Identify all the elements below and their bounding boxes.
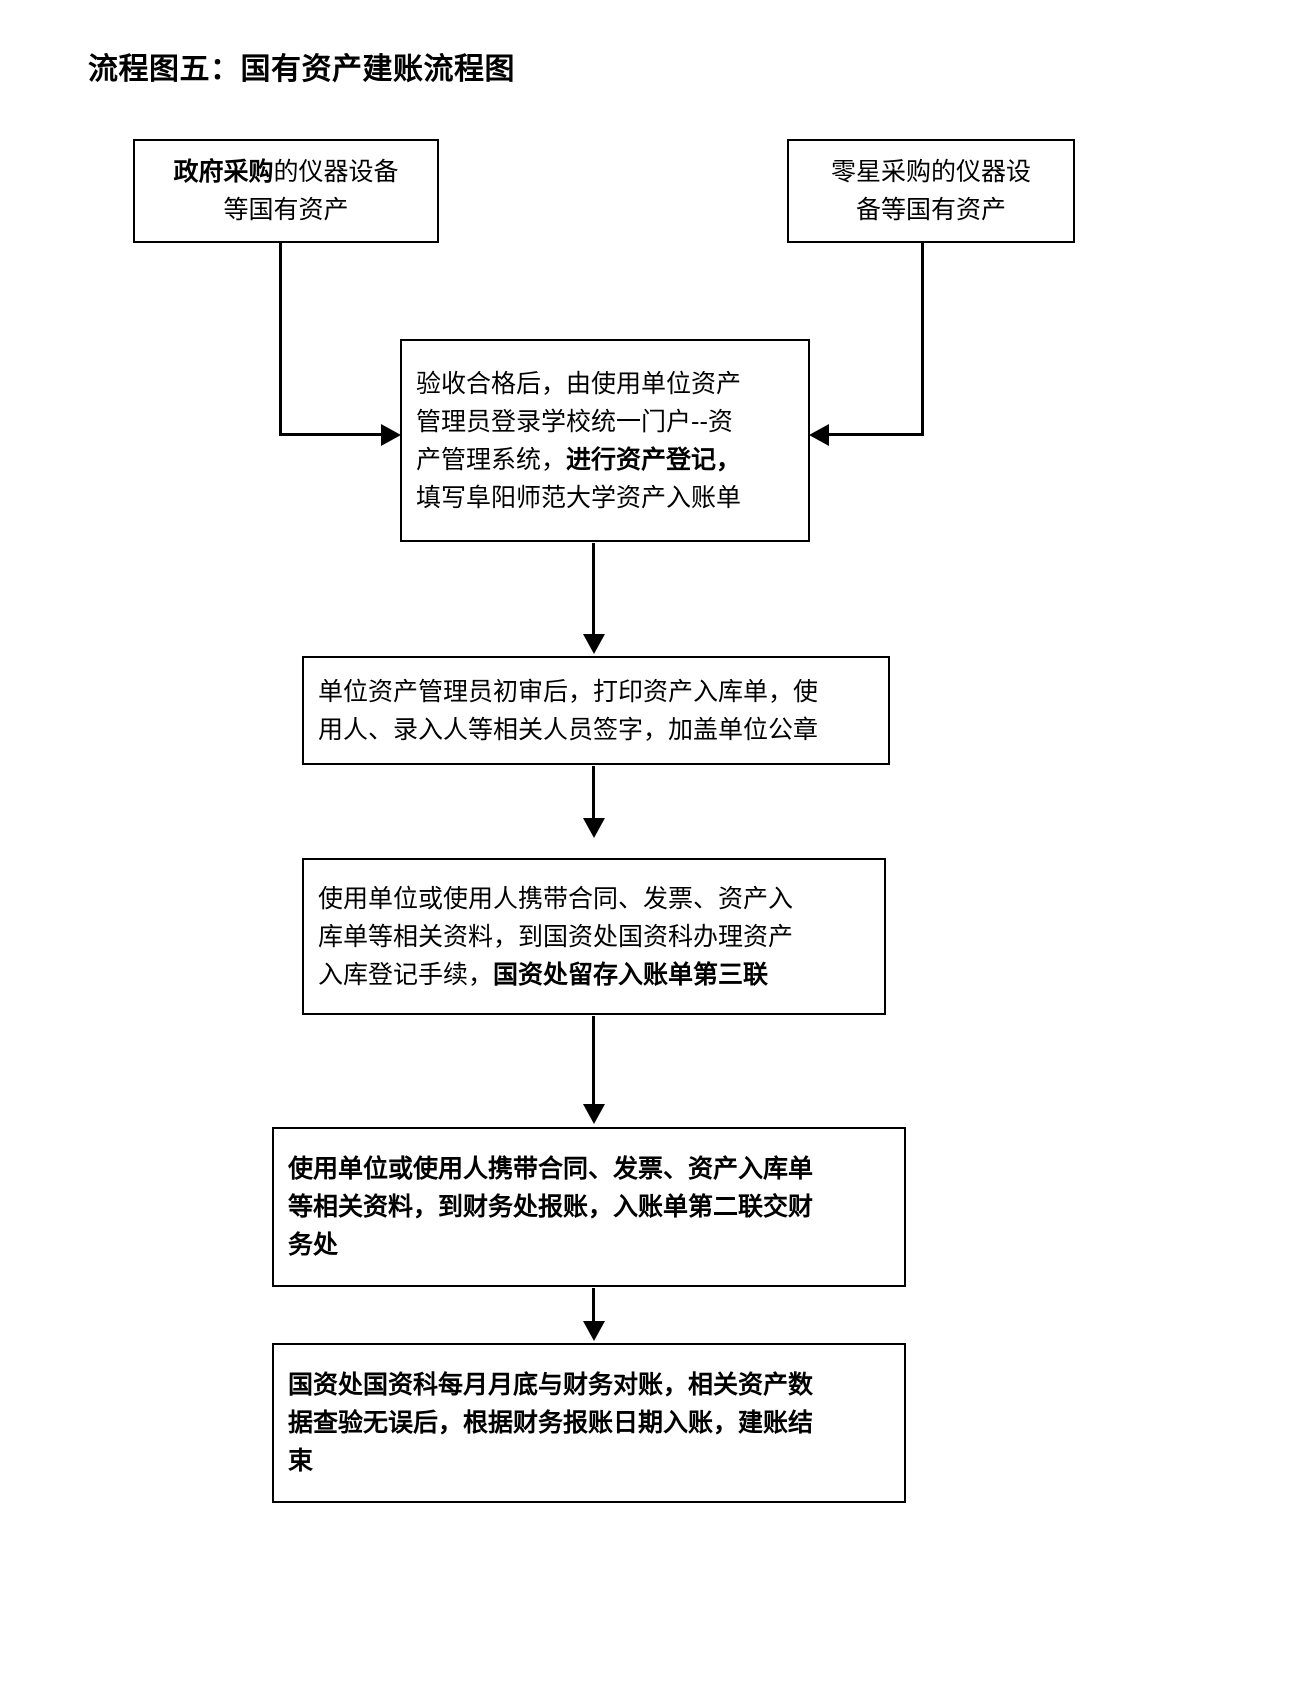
edge-storage-to-finance-vertical	[592, 1016, 595, 1106]
node-review-line1: 单位资产管理员初审后，打印资产入库单，使	[318, 676, 819, 706]
node-storage-line3-bold: 国资处留存入账单第三联	[493, 959, 769, 989]
node-storage-text: 使用单位或使用人携带合同、发票、资产入 库单等相关资料，到国资处国资科办理资产 …	[304, 880, 884, 994]
edge-minor-to-register-horizontal	[829, 433, 924, 436]
node-gov-purchase-line1-bold: 政府采购	[173, 157, 274, 186]
edge-minor-to-register-arrowhead	[809, 424, 829, 446]
node-reconcile-line2: 据查验无误后，根据财务报账日期入账，建账结	[288, 1408, 814, 1437]
edge-gov-to-register-horizontal	[279, 433, 383, 436]
edge-finance-to-reconcile-arrowhead	[583, 1321, 605, 1341]
node-register-line4: 填写阜阳师范大学资产入账单	[416, 482, 742, 512]
node-register-line3-bold: 进行资产登记，	[566, 444, 742, 474]
edge-review-to-storage-vertical	[592, 766, 595, 820]
node-finance-line3: 务处	[288, 1230, 339, 1259]
edge-gov-to-register-vertical	[279, 243, 282, 435]
node-gov-purchase-text: 政府采购的仪器设备 等国有资产	[135, 153, 437, 229]
node-gov-purchase-line1-rest: 的仪器设备	[273, 157, 399, 186]
node-reconcile: 国资处国资科每月月底与财务对账，相关资产数 据查验无误后，根据财务报账日期入账，…	[272, 1343, 906, 1503]
node-gov-purchase-line2: 等国有资产	[223, 195, 349, 224]
node-gov-purchase: 政府采购的仪器设备 等国有资产	[133, 139, 439, 243]
node-register-line3-rest: 产管理系统，	[416, 444, 567, 474]
node-minor-purchase: 零星采购的仪器设 备等国有资产	[787, 139, 1075, 243]
node-finance-line2: 等相关资料，到财务处报账，入账单第二联交财	[288, 1192, 814, 1221]
edge-register-to-review-arrowhead	[583, 634, 605, 654]
edge-review-to-storage-arrowhead	[583, 818, 605, 838]
node-review-line2: 用人、录入人等相关人员签字，加盖单位公章	[318, 714, 819, 744]
node-minor-purchase-line1: 零星采购的仪器设	[830, 157, 1031, 186]
node-storage-line3-rest: 入库登记手续，	[318, 959, 494, 989]
node-register-line1: 验收合格后，由使用单位资产	[416, 368, 742, 398]
node-minor-purchase-line2: 备等国有资产	[855, 195, 1006, 224]
node-review: 单位资产管理员初审后，打印资产入库单，使 用人、录入人等相关人员签字，加盖单位公…	[302, 656, 890, 765]
node-register-line2: 管理员登录学校统一门户--资	[416, 406, 733, 436]
node-minor-purchase-text: 零星采购的仪器设 备等国有资产	[789, 153, 1073, 229]
node-storage: 使用单位或使用人携带合同、发票、资产入 库单等相关资料，到国资处国资科办理资产 …	[302, 858, 886, 1015]
node-finance-line1: 使用单位或使用人携带合同、发票、资产入库单	[288, 1154, 814, 1183]
node-reconcile-text: 国资处国资科每月月底与财务对账，相关资产数 据查验无误后，根据财务报账日期入账，…	[274, 1366, 904, 1480]
edge-storage-to-finance-arrowhead	[583, 1104, 605, 1124]
node-finance-text: 使用单位或使用人携带合同、发票、资产入库单 等相关资料，到财务处报账，入账单第二…	[274, 1150, 904, 1264]
page-title: 流程图五：国有资产建账流程图	[88, 53, 515, 86]
node-register: 验收合格后，由使用单位资产 管理员登录学校统一门户--资 产管理系统，进行资产登…	[400, 339, 810, 542]
node-storage-line2: 库单等相关资料，到国资处国资科办理资产	[318, 921, 794, 951]
node-reconcile-line3: 束	[288, 1446, 314, 1475]
node-reconcile-line1: 国资处国资科每月月底与财务对账，相关资产数	[288, 1370, 814, 1399]
edge-register-to-review-vertical	[592, 543, 595, 637]
edge-minor-to-register-vertical	[921, 243, 924, 435]
node-finance: 使用单位或使用人携带合同、发票、资产入库单 等相关资料，到财务处报账，入账单第二…	[272, 1127, 906, 1287]
node-storage-line1: 使用单位或使用人携带合同、发票、资产入	[318, 883, 794, 913]
edge-finance-to-reconcile-vertical	[592, 1288, 595, 1324]
node-register-text: 验收合格后，由使用单位资产 管理员登录学校统一门户--资 产管理系统，进行资产登…	[402, 365, 808, 517]
edge-gov-to-register-arrowhead	[381, 424, 401, 446]
node-review-text: 单位资产管理员初审后，打印资产入库单，使 用人、录入人等相关人员签字，加盖单位公…	[304, 673, 888, 749]
